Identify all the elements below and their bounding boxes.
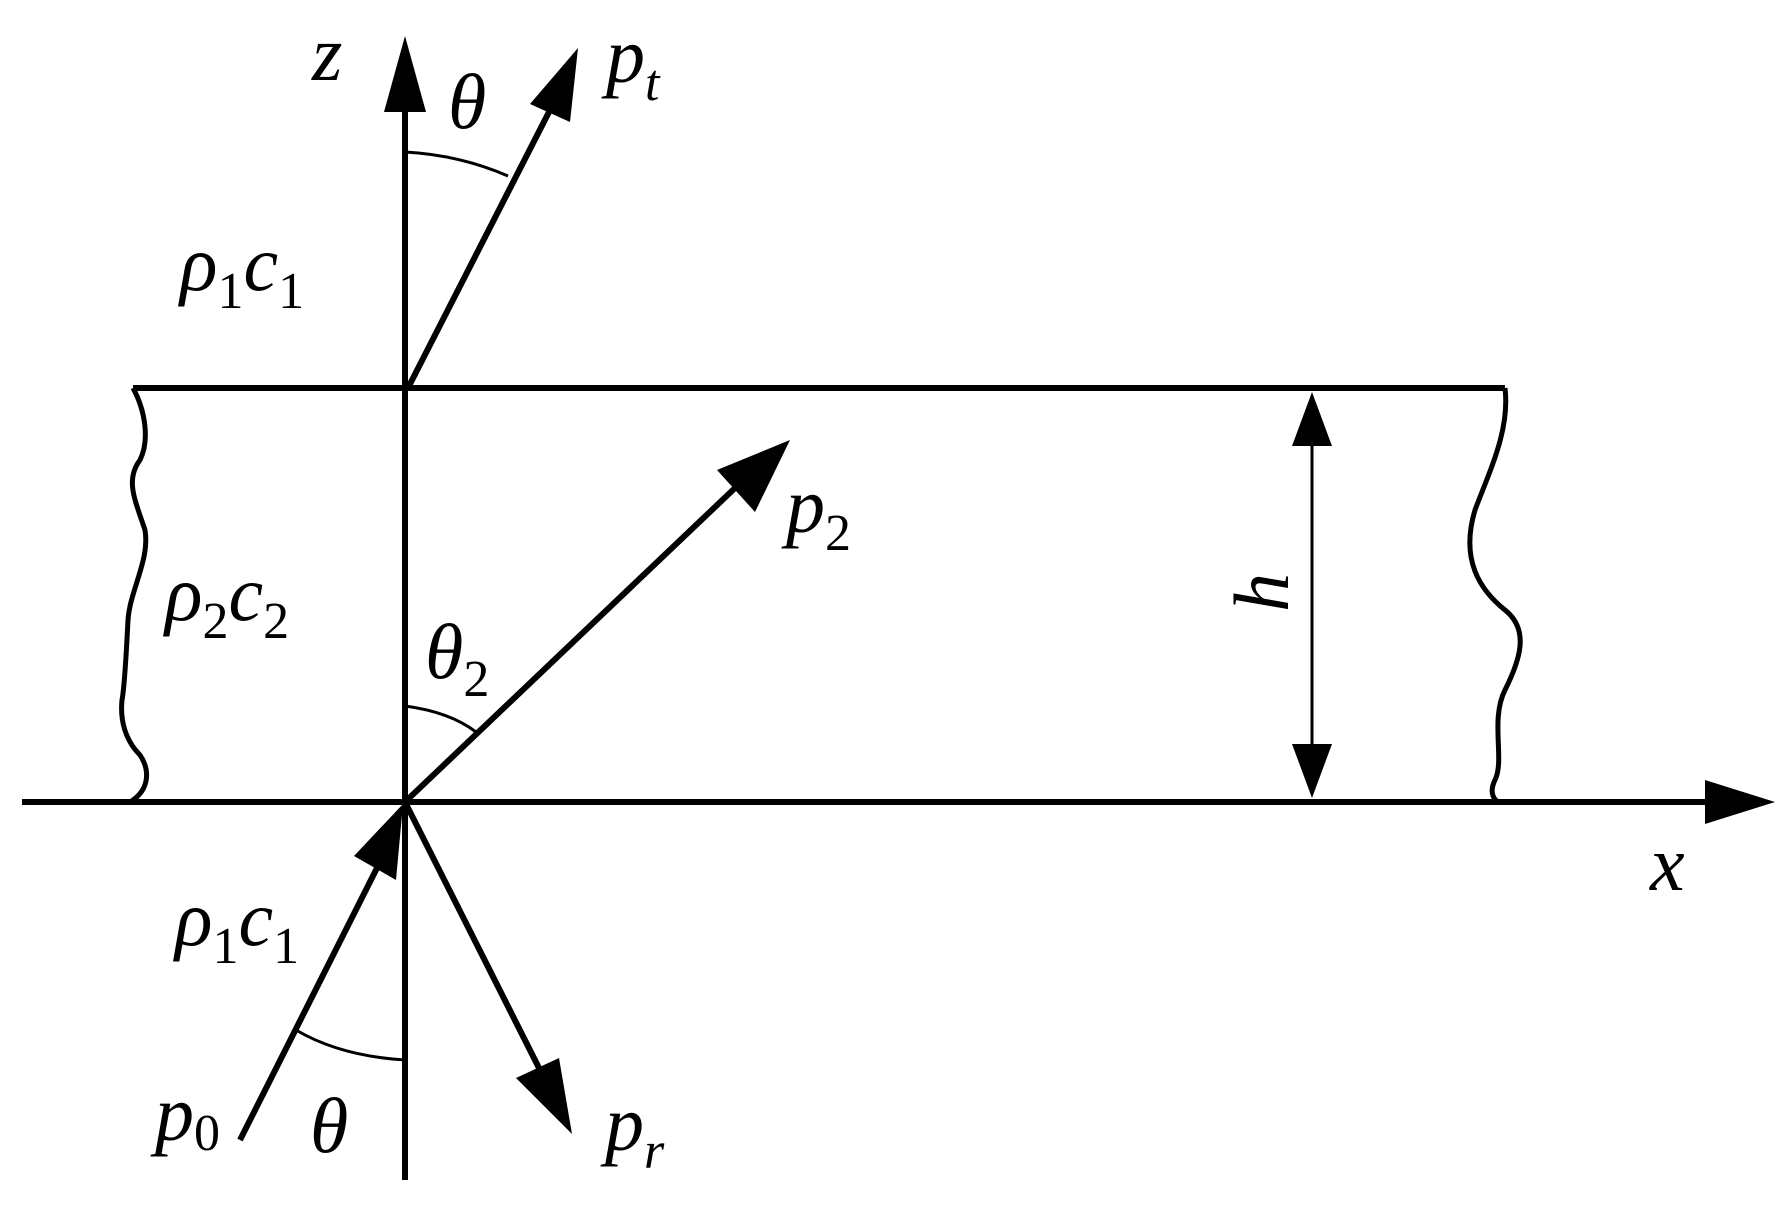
medium-bottom-c: c	[238, 875, 273, 962]
incident-wave-label-base: p	[150, 1070, 194, 1157]
angle-arc-theta-bottom	[295, 1028, 406, 1062]
angle-arc-theta2	[404, 704, 477, 734]
medium-mid-c-sub: 2	[263, 593, 289, 650]
z-axis-arrowhead	[384, 36, 426, 112]
transmitted-wave-label-sub: t	[645, 55, 661, 112]
theta2-label-base: θ	[425, 608, 463, 695]
medium-bottom-rho-sub: 1	[212, 918, 238, 975]
medium-mid-label: ρ2c2	[163, 550, 289, 650]
theta2-label: θ2	[425, 608, 489, 708]
medium-top-rho-sub: 1	[217, 263, 243, 320]
medium-mid-rho-sub: 2	[202, 593, 228, 650]
angle-arc-theta-top	[404, 150, 509, 178]
transmitted-wave-ray	[405, 108, 553, 390]
x-axis-label: x	[1649, 820, 1685, 907]
theta2-label-sub: 2	[463, 651, 489, 708]
transmitted-wave-arrowhead	[530, 48, 578, 122]
x-axis-arrowhead	[1705, 780, 1775, 824]
reflected-wave-arrowhead	[516, 1058, 572, 1134]
transmitted-wave-label: pt	[601, 12, 661, 112]
theta-bottom-label: θ	[310, 1082, 348, 1169]
thickness-arrow-bottom	[1292, 744, 1332, 798]
layer-wave-label-base: p	[781, 462, 825, 549]
z-axis-label: z	[311, 10, 342, 97]
incident-wave-label: p0	[150, 1070, 220, 1162]
medium-bottom-label: ρ1c1	[173, 875, 299, 975]
reflected-wave-label-sub: r	[644, 1123, 665, 1180]
layer-wave-ray	[402, 485, 738, 805]
right-break-line	[1467, 387, 1523, 805]
theta-top-label: θ	[448, 58, 486, 145]
layer-wave-label-sub: 2	[825, 505, 851, 562]
incident-wave-ray	[237, 860, 383, 1142]
thickness-arrow-top	[1292, 392, 1332, 446]
medium-top-c-sub: 1	[278, 263, 304, 320]
incident-wave-arrowhead	[354, 804, 403, 880]
medium-bottom-rho: ρ	[173, 875, 212, 962]
reflected-wave-label: pr	[600, 1080, 665, 1180]
thickness-label: h	[1218, 573, 1305, 612]
layer-wave-arrowhead	[717, 440, 790, 512]
medium-mid-rho: ρ	[163, 550, 202, 637]
reflected-wave-ray	[402, 800, 543, 1072]
incident-wave-label-sub: 0	[194, 1105, 220, 1162]
left-break-line	[119, 386, 150, 805]
medium-top-c: c	[243, 220, 278, 307]
transmitted-wave-label-base: p	[601, 12, 645, 99]
layer-wave-label: p2	[781, 462, 851, 562]
medium-bottom-c-sub: 1	[273, 918, 299, 975]
reflected-wave-label-base: p	[600, 1080, 644, 1167]
medium-mid-c: c	[228, 550, 263, 637]
medium-top-rho: ρ	[178, 220, 217, 307]
medium-top-label: ρ1c1	[178, 220, 304, 320]
